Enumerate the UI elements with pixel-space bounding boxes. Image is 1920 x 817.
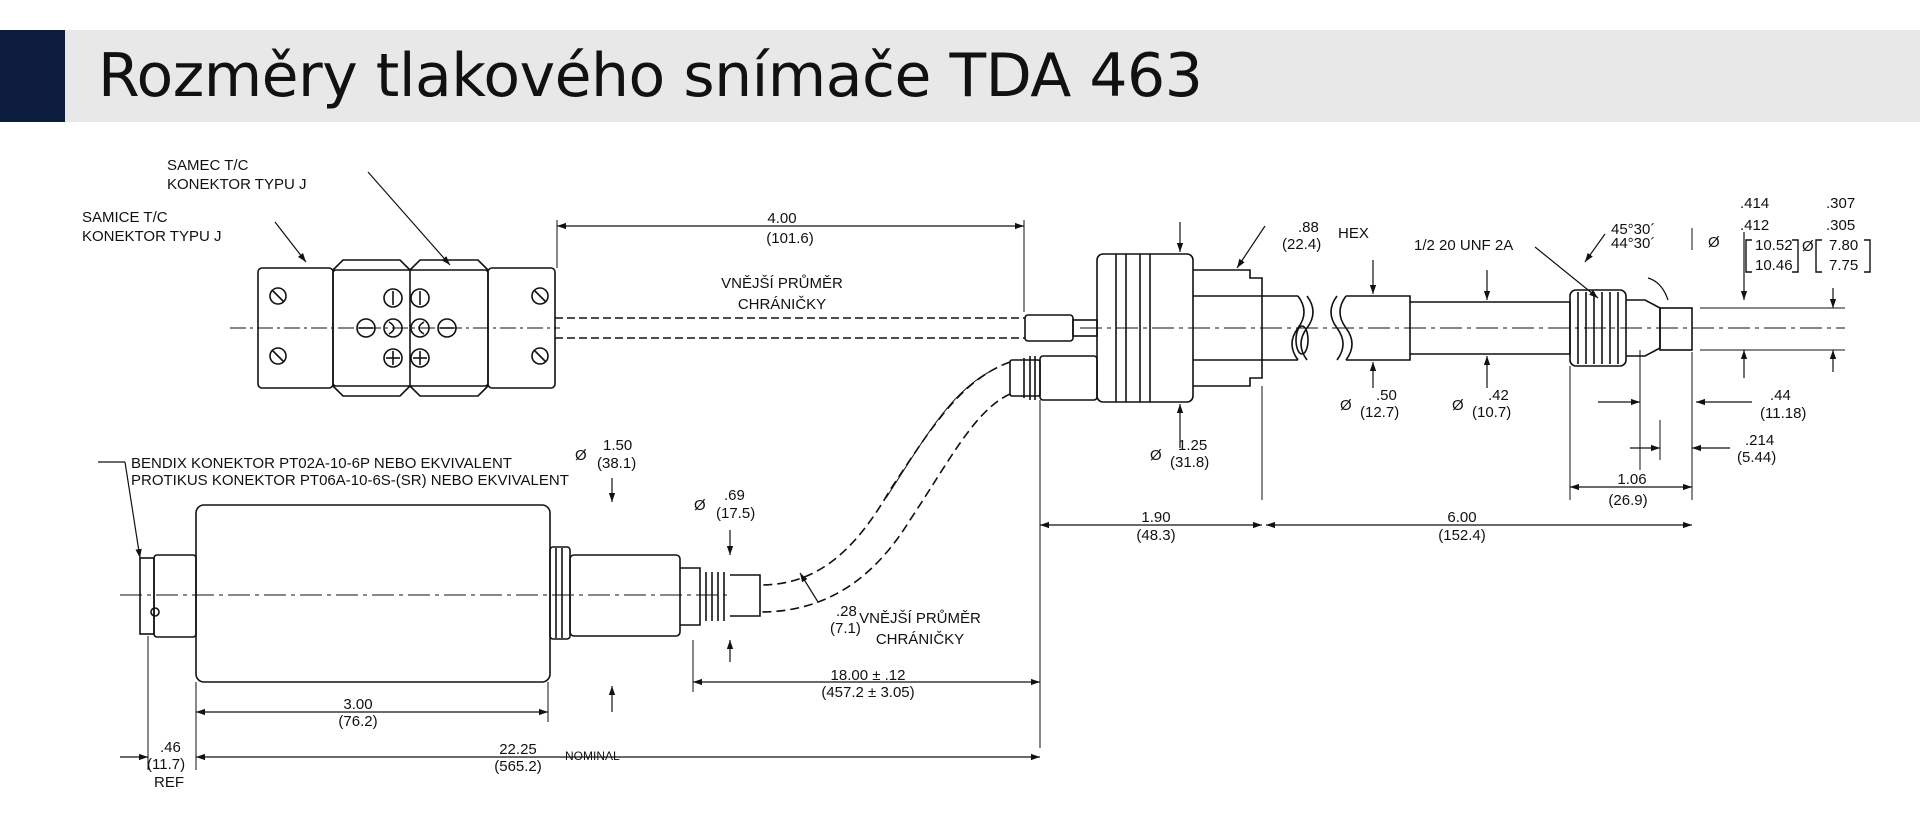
dim-6-00-mm: (152.4) — [1438, 527, 1486, 544]
dim-7-80: 7.80 — [1829, 237, 1858, 254]
dim-1-25: 1.25 — [1178, 437, 1207, 454]
dim-22-25: 22.25 — [499, 741, 537, 758]
dia-symbol-150: Ø — [575, 447, 587, 464]
sheath-bottom-label-2: CHRÁNIČKY — [876, 631, 964, 648]
bendix-label-1: BENDIX KONEKTOR PT02A-10-6P NEBO EKVIVAL… — [131, 455, 512, 472]
dim-28-mm: (7.1) — [830, 620, 861, 637]
lower-sheath — [759, 361, 1011, 613]
dim-50: .50 — [1376, 387, 1397, 404]
angle-2: 44°30´ — [1611, 235, 1655, 252]
dim-214-mm: (5.44) — [1737, 449, 1776, 466]
hex-label: HEX — [1338, 225, 1369, 242]
dim-1-50-mm: (38.1) — [597, 455, 636, 472]
tc-connector-pair — [230, 259, 560, 397]
dia-symbol-42: Ø — [1452, 397, 1464, 414]
dim-412: .412 — [1740, 217, 1769, 234]
top-sheath — [555, 314, 1098, 342]
nominal-label: NOMINAL — [565, 749, 620, 763]
dim-18-00: 18.00 ± .12 — [831, 667, 906, 684]
dim-46-mm: (11.7) — [147, 756, 185, 773]
dim-3-00-mm: (76.2) — [338, 713, 377, 730]
dim-44-mm: (11.18) — [1760, 405, 1806, 422]
dim-1-50: 1.50 — [603, 437, 632, 454]
dim-1-90: 1.90 — [1141, 509, 1170, 526]
dia-symbol-1: Ø — [1708, 234, 1720, 251]
samice-label-2: KONEKTOR TYPU J — [82, 228, 221, 245]
dim-28: .28 — [836, 603, 857, 620]
dim-42-mm: (10.7) — [1472, 404, 1511, 421]
samec-label-2: KONEKTOR TYPU J — [167, 176, 306, 193]
dia-symbol-50: Ø — [1340, 397, 1352, 414]
dim-88-mm: (22.4) — [1282, 236, 1321, 253]
dim-3-00: 3.00 — [343, 696, 372, 713]
dim-88: .88 — [1298, 219, 1319, 236]
dim-10-46: 10.46 — [1755, 257, 1793, 274]
dim-1-06: 1.06 — [1617, 471, 1646, 488]
dim-22-25-mm: (565.2) — [494, 758, 542, 775]
thread-label: 1/2 20 UNF 2A — [1414, 237, 1513, 254]
dim-1-25-mm: (31.8) — [1170, 454, 1209, 471]
dim-4-00-mm: (101.6) — [766, 230, 814, 247]
dia-symbol-69: Ø — [694, 497, 706, 514]
dim-69: .69 — [724, 487, 745, 504]
dim-7-75: 7.75 — [1829, 257, 1858, 274]
dim-305: .305 — [1826, 217, 1855, 234]
dim-50-mm: (12.7) — [1360, 404, 1399, 421]
dim-6-00: 6.00 — [1447, 509, 1476, 526]
angle-1: 45°30´ — [1611, 221, 1655, 238]
dim-214: .214 — [1745, 432, 1774, 449]
ref-label: REF — [154, 774, 184, 791]
samice-label-1: SAMICE T/C — [82, 209, 168, 226]
bendix-label-2: PROTIKUS KONEKTOR PT06A-10-6S-(SR) NEBO … — [131, 472, 569, 489]
sheath-top-label-2: CHRÁNIČKY — [738, 296, 826, 313]
dim-1-06-mm: (26.9) — [1608, 492, 1647, 509]
dia-symbol-125: Ø — [1150, 447, 1162, 464]
dim-69-mm: (17.5) — [716, 505, 755, 522]
dim-10-52: 10.52 — [1755, 237, 1793, 254]
dim-4-00: 4.00 — [767, 210, 796, 227]
dim-18-00-mm: (457.2 ± 3.05) — [821, 684, 914, 701]
dim-42: .42 — [1488, 387, 1509, 404]
sheath-bottom-label-1: VNĚJŠÍ PRŮMĚR — [859, 609, 981, 627]
samec-label-1: SAMEC T/C — [167, 157, 249, 174]
dim-1-90-mm: (48.3) — [1136, 527, 1175, 544]
header-accent-bar — [0, 30, 65, 122]
sheath-top-label-1: VNĚJŠÍ PRŮMĚR — [721, 274, 843, 292]
dim-46: .46 — [160, 739, 181, 756]
transducer-head — [1009, 253, 1845, 403]
pressure-probe — [1330, 289, 1693, 367]
dia-symbol-2: Ø — [1802, 238, 1814, 255]
dim-307: .307 — [1826, 195, 1855, 212]
dim-414: .414 — [1740, 195, 1769, 212]
dim-44: .44 — [1770, 387, 1791, 404]
bendix-housing — [120, 504, 761, 683]
header-band — [0, 30, 1920, 122]
page-title: Rozměry tlakového snímače TDA 463 — [98, 41, 1203, 111]
